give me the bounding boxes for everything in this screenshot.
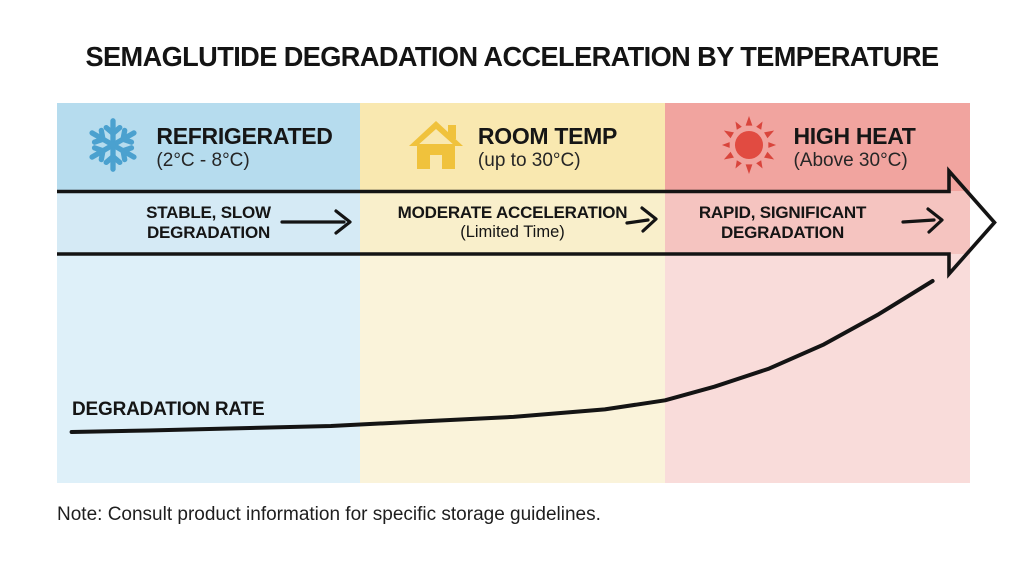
zone-room-temp-text: ROOM TEMP (up to 30°C) (478, 124, 617, 170)
zone-temp-range: (2°C - 8°C) (156, 150, 250, 172)
zone-high-heat: HIGH HEAT (Above 30°C) RAPID, SIGNIFICAN… (665, 103, 970, 483)
temperature-zones: REFRIGERATED (2°C - 8°C) STABLE, SLOW DE… (57, 103, 970, 483)
band-label-refrigerated: STABLE, SLOW DEGRADATION (146, 203, 271, 242)
sun-icon (719, 115, 779, 180)
zone-high-heat-band: RAPID, SIGNIFICANT DEGRADATION (665, 191, 970, 254)
page-title: SEMAGLUTIDE DEGRADATION ACCELERATION BY … (85, 41, 939, 72)
zone-room-temp-header: ROOM TEMP (up to 30°C) (360, 103, 665, 191)
footnote: Note: Consult product information for sp… (57, 504, 601, 525)
snowflake-icon (84, 116, 142, 179)
house-icon (408, 118, 464, 177)
zone-temp-range: (up to 30°C) (477, 150, 581, 172)
zone-name: HIGH HEAT (793, 122, 916, 149)
zone-room-temp-body (360, 254, 665, 483)
zone-temp-range: (Above 30°C) (793, 150, 908, 172)
band-label-high-heat: RAPID, SIGNIFICANT DEGRADATION (698, 203, 867, 242)
zone-high-heat-text: HIGH HEAT (Above 30°C) (793, 124, 915, 170)
band-label-room-temp: MODERATE ACCELERATION (Limited Time) (397, 203, 628, 241)
zone-name: ROOM TEMP (477, 122, 618, 149)
zone-name: REFRIGERATED (156, 122, 333, 149)
zone-high-heat-body (665, 254, 970, 483)
zone-high-heat-header: HIGH HEAT (Above 30°C) (665, 103, 970, 191)
zone-room-temp-band: MODERATE ACCELERATION (Limited Time) (360, 191, 665, 254)
zone-room-temp: ROOM TEMP (up to 30°C) MODERATE ACCELERA… (360, 103, 665, 483)
zone-refrigerated-header: REFRIGERATED (2°C - 8°C) (57, 103, 360, 191)
zone-refrigerated-body (57, 254, 360, 483)
zone-refrigerated-band: STABLE, SLOW DEGRADATION (57, 191, 360, 254)
curve-label: DEGRADATION RATE (72, 399, 265, 420)
zone-refrigerated: REFRIGERATED (2°C - 8°C) STABLE, SLOW DE… (57, 103, 360, 483)
zone-refrigerated-text: REFRIGERATED (2°C - 8°C) (156, 124, 332, 170)
